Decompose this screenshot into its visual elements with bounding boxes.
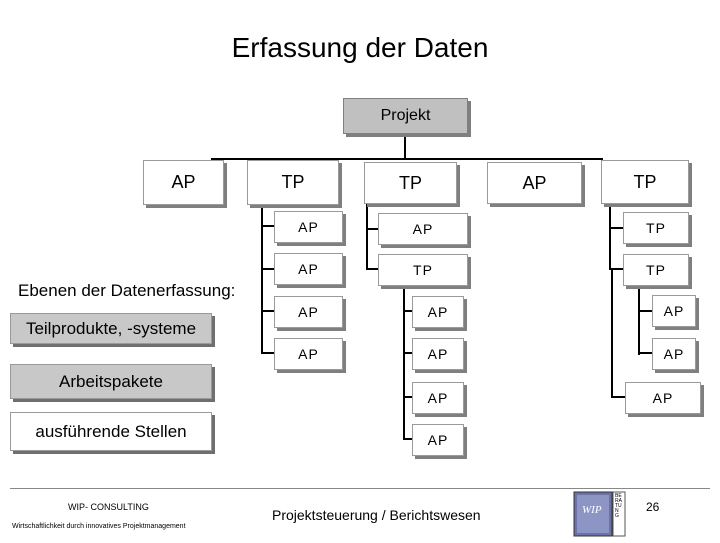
- root-node-projekt: Projekt: [343, 98, 468, 134]
- node-label: AP: [427, 304, 449, 320]
- connector-tp3-branch-2: [609, 268, 623, 270]
- footer-center-text: Projektsteuerung / Berichtswesen: [272, 507, 481, 523]
- tp3-child-2: TP: [623, 254, 689, 286]
- node-label: AP: [171, 172, 196, 192]
- page-number: 26: [646, 500, 660, 514]
- legend-heading: Ebenen der Datenerfassung:: [18, 281, 236, 300]
- connector-tp2-sub-branch-4: [403, 438, 412, 440]
- node-label: AP: [427, 346, 449, 362]
- page-title: Erfassung der Daten: [231, 32, 489, 63]
- connector-root-down: [404, 132, 406, 158]
- node-label: TP: [413, 262, 433, 278]
- node-label: AP: [427, 432, 449, 448]
- connector-tp1-trunk: [261, 205, 263, 354]
- tp3-child-1: TP: [623, 212, 689, 244]
- level1-node-tp-2: TP: [364, 162, 457, 204]
- tp1-child-1: AP: [274, 211, 343, 243]
- tp2-sub-child-3: AP: [412, 382, 464, 414]
- connector-tp2-branch-2: [366, 268, 378, 270]
- node-label: AP: [298, 304, 319, 320]
- node-label: AP: [652, 390, 674, 406]
- tp2-sub-child-4: AP: [412, 424, 464, 456]
- node-label: AP: [663, 346, 685, 362]
- connector-tp2-branch-1: [366, 228, 378, 230]
- connector-tp1-branch-2: [261, 268, 274, 270]
- node-label: TP: [281, 172, 305, 192]
- logo-text: WIP: [582, 504, 602, 516]
- legend-item-label: Arbeitspakete: [59, 371, 163, 391]
- level1-node-tp-1: TP: [247, 160, 339, 205]
- connector-tp1-branch-3: [261, 310, 274, 312]
- tp3-sub-child-1: AP: [652, 295, 696, 327]
- node-label: AP: [298, 261, 319, 277]
- node-label: TP: [646, 262, 666, 278]
- connector-horizontal-bus: [211, 158, 603, 160]
- node-label: AP: [663, 303, 685, 319]
- connector-tp3-sub-branch-3: [611, 396, 625, 398]
- node-label: AP: [298, 346, 319, 362]
- company-logo: WIP BERATUNG: [573, 490, 627, 538]
- connector-tp3-lower-line: [611, 269, 613, 397]
- footer-company: WIP- CONSULTING: [68, 502, 149, 512]
- tp3-sub-child-2: AP: [652, 338, 696, 370]
- node-label: TP: [646, 220, 666, 236]
- node-label: AP: [412, 221, 434, 237]
- connector-tp3-trunk: [609, 200, 611, 270]
- level1-node-ap-1: AP: [143, 160, 224, 205]
- legend-item-label: Teilprodukte, -systeme: [25, 318, 197, 338]
- tp1-child-2: AP: [274, 253, 343, 285]
- connector-tp3-branch-1: [609, 227, 623, 229]
- connector-tp3-sub-branch-2: [638, 352, 652, 354]
- node-label: AP: [298, 219, 319, 235]
- node-label: TP: [633, 171, 657, 192]
- tp2-child-1: AP: [378, 213, 468, 245]
- level1-node-tp-3: TP: [601, 160, 689, 204]
- tp2-sub-child-2: AP: [412, 338, 464, 370]
- footer-tagline: Wirtschaftlichkeit durch innovatives Pro…: [12, 523, 186, 530]
- connector-tp1-branch-1: [261, 225, 274, 227]
- connector-tp2-sub-branch-3: [403, 396, 412, 398]
- tp2-sub-child-1: AP: [412, 296, 464, 328]
- tp1-child-4: AP: [274, 338, 343, 370]
- connector-tp2-trunk: [366, 200, 368, 270]
- legend-item-ausfuehrende-stellen: ausführende Stellen: [10, 412, 212, 451]
- logo-graphic: [573, 491, 626, 537]
- tp1-child-3: AP: [274, 296, 343, 328]
- level1-node-ap-2: AP: [487, 162, 582, 204]
- connector-tp2-sub-branch-1: [403, 310, 412, 312]
- legend-item-arbeitspakete: Arbeitspakete: [10, 364, 212, 399]
- tp3-sub-child-3: AP: [625, 382, 701, 414]
- node-label: TP: [398, 172, 422, 193]
- connector-tp2-sub-trunk: [403, 286, 405, 440]
- tp2-child-2: TP: [378, 254, 468, 286]
- legend-item-teilprodukte: Teilprodukte, -systeme: [10, 313, 212, 344]
- root-node-label: Projekt: [380, 107, 431, 124]
- logo-side-text: BERATUNG: [615, 493, 622, 519]
- legend-item-label: ausführende Stellen: [35, 421, 187, 441]
- connector-tp3-sub-branch-1: [638, 310, 652, 312]
- connector-tp1-branch-4: [261, 352, 274, 354]
- connector-tp2-sub-branch-2: [403, 352, 412, 354]
- node-label: AP: [522, 172, 547, 193]
- footer-divider: [10, 488, 710, 489]
- node-label: AP: [427, 390, 449, 406]
- connector-tp3-sub-trunk: [638, 285, 640, 355]
